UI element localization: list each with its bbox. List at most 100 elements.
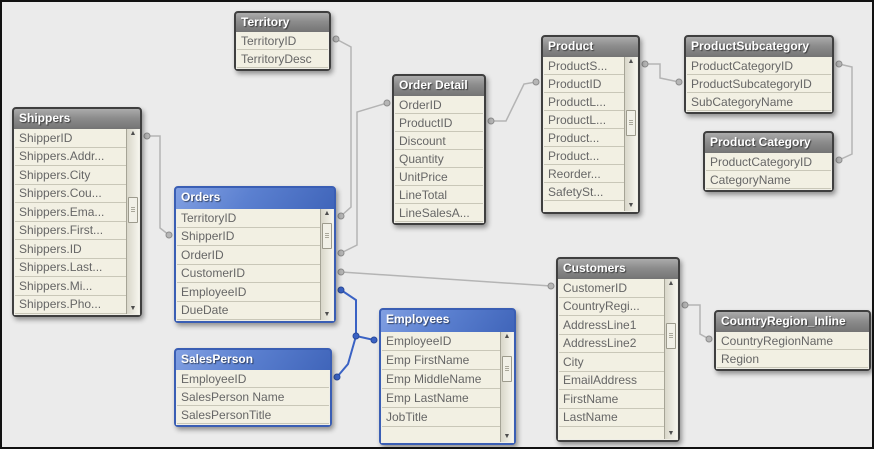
table-title-territory[interactable]: Territory <box>236 13 329 32</box>
scrollbar-thumb[interactable] <box>666 323 676 350</box>
field-row[interactable]: SalesPersonTitle <box>177 406 329 424</box>
field-row[interactable]: EmailAddress <box>559 371 664 390</box>
field-row[interactable]: EmployeeID <box>177 283 320 302</box>
table-title-employees[interactable]: Employees <box>381 310 514 332</box>
field-row[interactable]: CountryRegi... <box>559 297 664 316</box>
field-row[interactable]: SalesPerson Name <box>177 388 329 406</box>
connector-dot <box>705 335 713 343</box>
field-row[interactable]: Shippers.ID <box>15 240 126 259</box>
relationship-line <box>340 271 552 287</box>
field-row[interactable]: JobTitle <box>382 408 500 427</box>
empty-row-filler <box>382 427 500 442</box>
field-row[interactable]: ProductL... <box>544 111 624 129</box>
scroll-down-icon[interactable]: ▼ <box>503 433 511 440</box>
field-row[interactable]: Emp FirstName <box>382 351 500 370</box>
connector-dot <box>675 78 683 86</box>
field-row[interactable]: TerritoryID <box>177 209 320 228</box>
table-title-product_category[interactable]: Product Category <box>705 133 832 153</box>
field-row[interactable]: Shippers.City <box>15 166 126 185</box>
field-row[interactable]: Shippers.First... <box>15 221 126 240</box>
field-row[interactable]: Shippers.Pho... <box>15 295 126 314</box>
connector-dot <box>337 249 345 257</box>
field-row[interactable]: Product... <box>544 147 624 165</box>
table-title-countryregion_inline[interactable]: CountryRegion_Inline <box>716 312 869 332</box>
vertical-scrollbar[interactable]: ▲▼ <box>624 57 637 211</box>
table-title-product_subcategory[interactable]: ProductSubcategory <box>686 37 832 57</box>
scroll-up-icon[interactable]: ▲ <box>129 130 137 137</box>
field-row[interactable]: ProductCategoryID <box>706 153 831 171</box>
field-row[interactable]: AddressLine1 <box>559 316 664 335</box>
scrollbar-thumb[interactable] <box>626 110 636 137</box>
vertical-scrollbar[interactable]: ▲▼ <box>126 129 139 314</box>
field-row[interactable]: ShipperID <box>177 227 320 246</box>
field-row[interactable]: Discount <box>395 132 483 150</box>
field-row[interactable]: OrderID <box>395 96 483 114</box>
table-title-customers[interactable]: Customers <box>558 259 678 279</box>
field-row[interactable]: EmployeeID <box>382 332 500 351</box>
scrollbar-thumb[interactable] <box>128 197 138 224</box>
field-row[interactable]: ProductCategoryID <box>687 57 831 75</box>
scroll-down-icon[interactable]: ▼ <box>323 311 331 318</box>
field-row[interactable]: ProductS... <box>544 57 624 75</box>
field-row[interactable]: CountryRegionName <box>717 332 868 350</box>
vertical-scrollbar[interactable]: ▲▼ <box>500 332 513 442</box>
connector-dot <box>352 332 360 340</box>
field-row[interactable]: UnitPrice <box>395 168 483 186</box>
field-row[interactable]: ProductL... <box>544 93 624 111</box>
field-row[interactable]: CategoryName <box>706 171 831 189</box>
vertical-scrollbar[interactable]: ▲▼ <box>320 209 333 320</box>
field-row[interactable]: DueDate <box>177 301 320 320</box>
field-row[interactable]: AddressLine2 <box>559 334 664 353</box>
field-row[interactable]: Quantity <box>395 150 483 168</box>
field-row[interactable]: SafetySt... <box>544 183 624 201</box>
field-row[interactable]: ProductSubcategoryID <box>687 75 831 93</box>
scroll-up-icon[interactable]: ▲ <box>323 210 331 217</box>
field-row[interactable]: CustomerID <box>559 279 664 298</box>
field-row[interactable]: ProductID <box>395 114 483 132</box>
field-row[interactable]: Shippers.Cou... <box>15 184 126 203</box>
field-row[interactable]: Product... <box>544 129 624 147</box>
field-row[interactable]: Region <box>717 350 868 368</box>
scroll-down-icon[interactable]: ▼ <box>627 202 635 209</box>
field-row[interactable]: Shippers.Addr... <box>15 147 126 166</box>
table-title-orders[interactable]: Orders <box>176 188 334 209</box>
field-row[interactable]: LastName <box>559 408 664 427</box>
field-row[interactable]: LineSalesA... <box>395 204 483 222</box>
field-row[interactable]: FirstName <box>559 390 664 409</box>
field-row[interactable]: SubCategoryName <box>687 93 831 111</box>
scrollbar-thumb[interactable] <box>502 356 512 383</box>
field-row[interactable]: OrderID <box>177 246 320 265</box>
field-row[interactable]: ShipperID <box>15 129 126 148</box>
field-row[interactable]: LineTotal <box>395 186 483 204</box>
field-row[interactable]: Shippers.Last... <box>15 258 126 277</box>
table-title-product[interactable]: Product <box>543 37 638 57</box>
field-row[interactable]: TerritoryDesc <box>237 50 328 68</box>
connector-dot <box>383 99 391 107</box>
field-row[interactable]: Shippers.Mi... <box>15 277 126 296</box>
table-title-shippers[interactable]: Shippers <box>14 109 140 129</box>
field-row[interactable]: EmployeeID <box>177 370 329 388</box>
scroll-down-icon[interactable]: ▼ <box>667 430 675 437</box>
scroll-up-icon[interactable]: ▲ <box>667 280 675 287</box>
field-row[interactable]: Emp MiddleName <box>382 370 500 389</box>
table-title-salesperson[interactable]: SalesPerson <box>176 350 330 370</box>
field-row[interactable]: CustomerID <box>177 264 320 283</box>
scroll-up-icon[interactable]: ▲ <box>627 58 635 65</box>
field-row[interactable]: TerritoryID <box>237 32 328 50</box>
field-row[interactable]: Shippers.Ema... <box>15 203 126 222</box>
scroll-up-icon[interactable]: ▲ <box>503 333 511 340</box>
vertical-scrollbar[interactable]: ▲▼ <box>664 279 677 439</box>
table-title-order_detail[interactable]: Order Detail <box>394 76 484 96</box>
field-row[interactable]: City <box>559 353 664 372</box>
field-row[interactable]: Reorder... <box>544 165 624 183</box>
field-row[interactable]: ProductID <box>544 75 624 93</box>
scrollbar-thumb[interactable] <box>322 222 332 249</box>
field-row[interactable]: Emp LastName <box>382 389 500 408</box>
scroll-down-icon[interactable]: ▼ <box>129 305 137 312</box>
